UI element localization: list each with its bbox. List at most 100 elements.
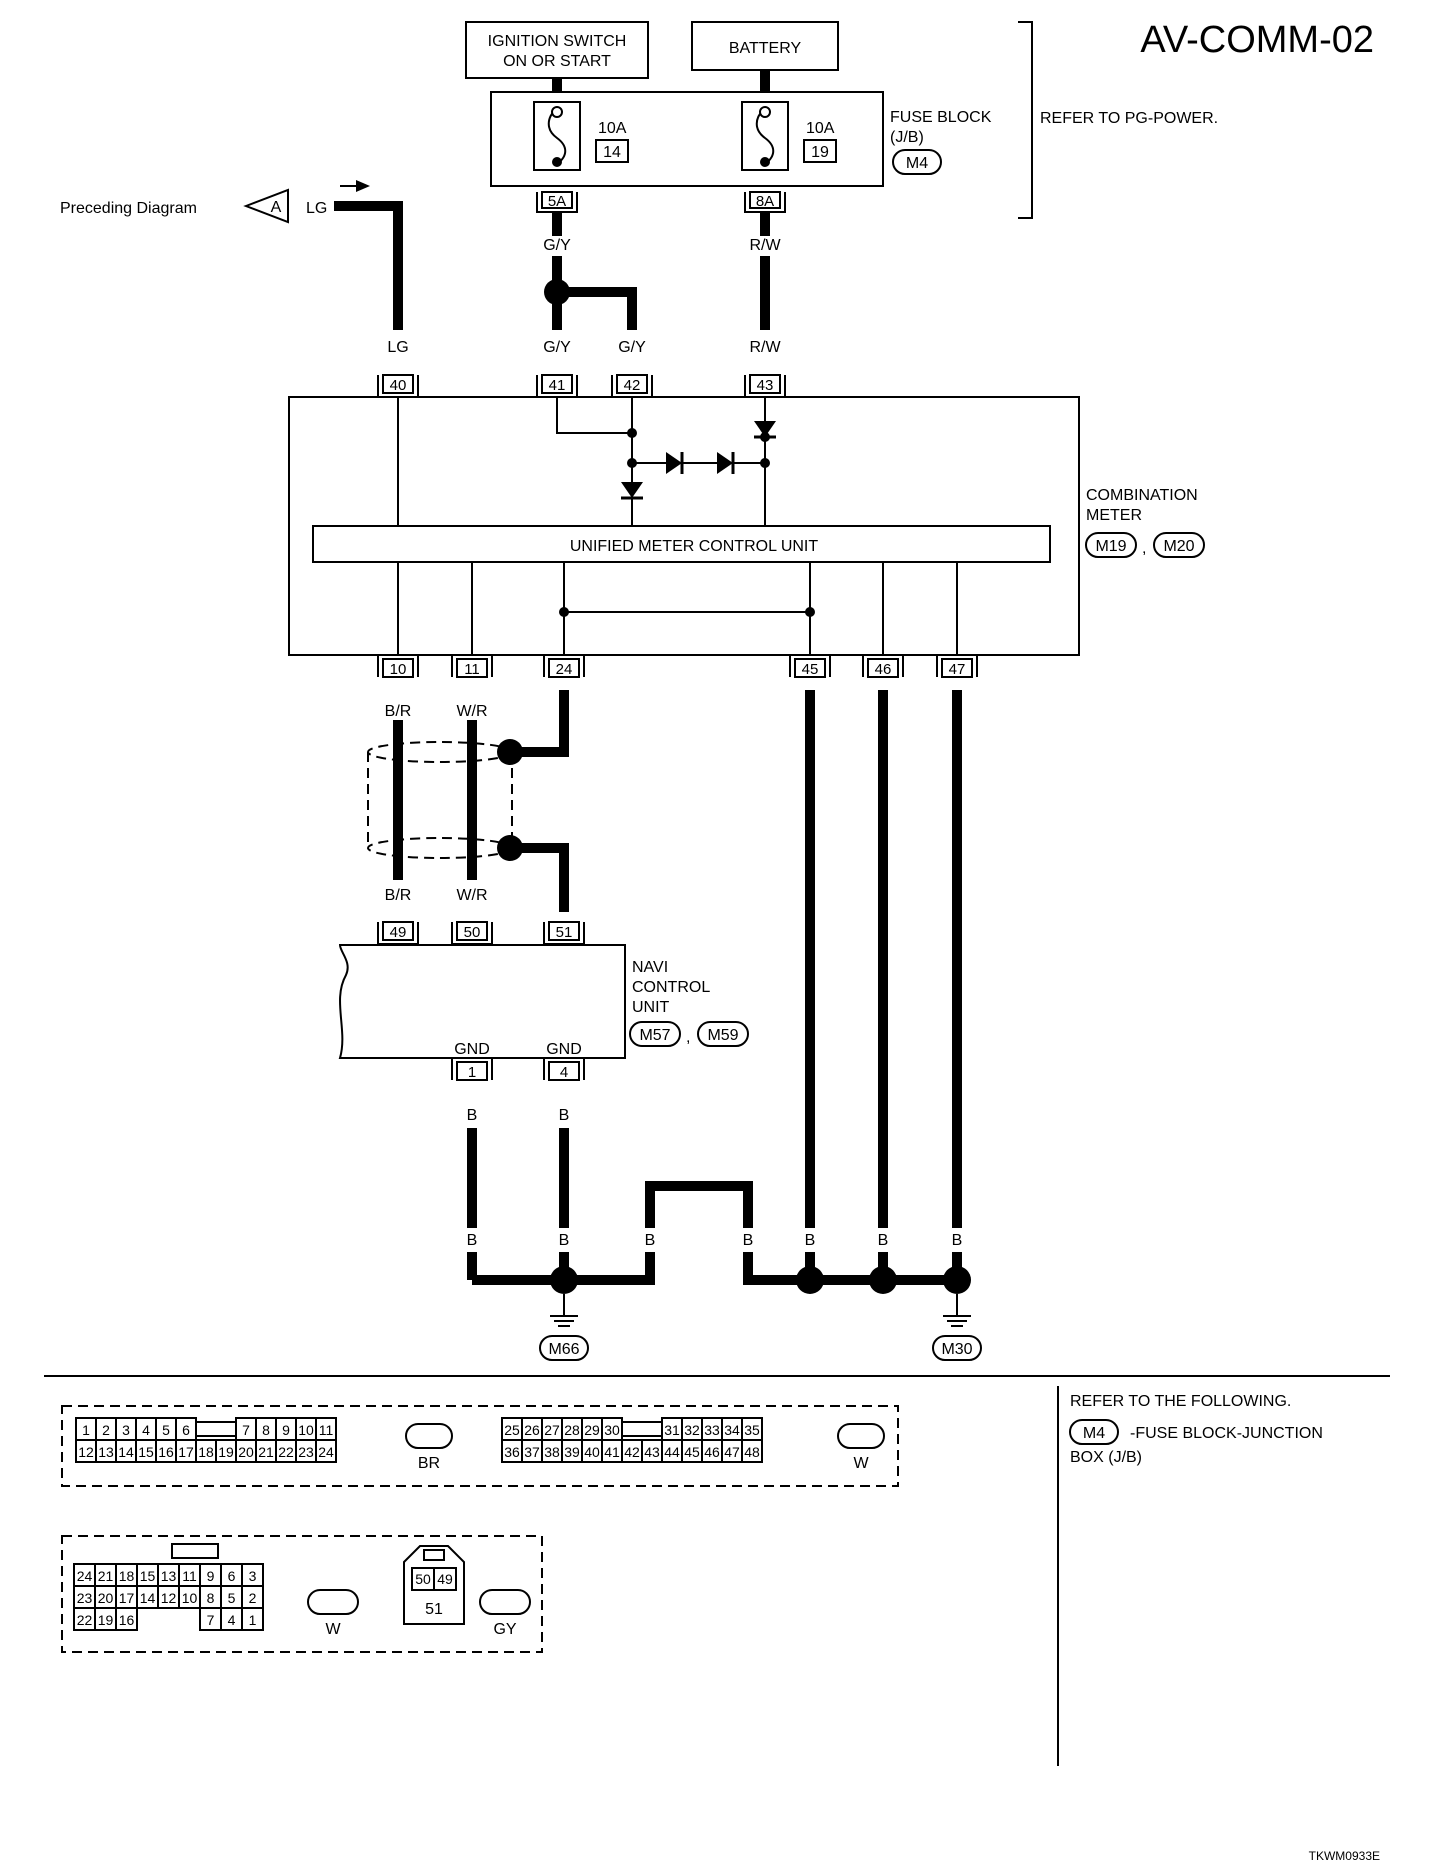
navi-label-1: NAVI: [632, 959, 668, 976]
navi-pin-1-number: 1: [468, 1064, 476, 1081]
connector-oval-m57-view: [307, 1589, 359, 1615]
connector-latch: [195, 1421, 237, 1437]
wire-color-label: W/R: [456, 887, 487, 904]
m59-cavity: 50: [415, 1571, 431, 1587]
combination-meter-label-2: METER: [1086, 507, 1142, 524]
m19-cavity: 24: [318, 1444, 334, 1460]
combination-meter: UNIFIED METER CONTROL UNIT: [288, 396, 1080, 656]
connector-latch: [171, 1543, 219, 1559]
m19-cavity: 9: [282, 1422, 290, 1438]
m57-cavity: 22: [77, 1612, 93, 1628]
wire-color-rw-upper: R/W: [749, 237, 781, 254]
fuse-19-amp: 10A: [806, 120, 835, 137]
combination-meter-separator: ,: [1142, 540, 1146, 557]
ground-splice-dot: [796, 1266, 824, 1294]
navi-separator: ,: [686, 1029, 690, 1046]
cm-pin-43: 43: [744, 374, 786, 398]
combination-meter-label-1: COMBINATION: [1086, 487, 1198, 504]
m20-cavity: 29: [584, 1422, 600, 1438]
navi-pin-49: 49: [377, 921, 419, 945]
refer-pg-power: REFER TO PG-POWER.: [1040, 110, 1218, 127]
m57-cavity: 16: [119, 1612, 135, 1628]
navi-pin-50-number: 50: [464, 924, 481, 941]
m57-cavity: 20: [98, 1590, 114, 1606]
m19-cavity: 2: [102, 1422, 110, 1438]
m20-cavity: 32: [684, 1422, 700, 1438]
m20-cavity: 28: [564, 1422, 580, 1438]
cm-pin-11: 11: [451, 654, 493, 678]
cm-pin-42: 42: [611, 374, 653, 398]
preceding-marker-letter: A: [271, 199, 282, 216]
ground-splice-dot: [943, 1266, 971, 1294]
m19-cavity: 6: [182, 1422, 190, 1438]
unified-meter-control-unit: [312, 525, 1051, 563]
m57-cavity: 2: [249, 1590, 257, 1606]
wire-color-label: B/R: [385, 703, 412, 720]
connector-oval-m4: [892, 149, 942, 175]
navi-connector-1: M57: [639, 1027, 670, 1044]
flow-arrow-icon: [356, 180, 370, 192]
wire-color-label: B: [878, 1232, 889, 1249]
wire-color-label: G/Y: [618, 339, 646, 356]
m57-cavity: 10: [182, 1590, 198, 1606]
connector-view-m57: 242118151311963232017141210852221916741M…: [73, 1543, 349, 1631]
m57-cavity: 24: [77, 1568, 93, 1584]
m20-cavity: 27: [544, 1422, 560, 1438]
figure-id: TKWM0933E: [1309, 1849, 1380, 1863]
connector-latch: [621, 1421, 663, 1437]
fuse-19-number: 19: [811, 144, 829, 161]
m57-cavity: 21: [98, 1568, 114, 1584]
cm-pin-24: 24: [543, 654, 585, 678]
m20-cavity: 26: [524, 1422, 540, 1438]
m19-cavity: 7: [242, 1422, 250, 1438]
fuse-terminal-8a: 8A: [744, 191, 786, 213]
navi-connector-2: M59: [707, 1027, 738, 1044]
fuse-block-label-2: (J/B): [890, 129, 924, 146]
m20-color: W: [853, 1455, 869, 1472]
m57-cavity: 1: [249, 1612, 257, 1628]
m19-cavity: 20: [238, 1444, 254, 1460]
connector-oval-m4-refer: [1069, 1419, 1119, 1445]
diode-icon: [621, 482, 643, 498]
m20-cavity: 35: [744, 1422, 760, 1438]
m20-cavity: 44: [664, 1444, 680, 1460]
fuse-14-number: 14: [603, 144, 621, 161]
m19-cavity: 17: [178, 1444, 194, 1460]
ignition-line-1: IGNITION SWITCH: [488, 33, 627, 50]
connector-oval-m19-view: [405, 1423, 453, 1449]
connector-oval-m20-view: [837, 1423, 885, 1449]
cm-pin-11-number: 11: [464, 661, 480, 678]
connector-view-m19: 123456789101112131415161718192021222324M…: [75, 1417, 445, 1463]
m20-cavity: 46: [704, 1444, 720, 1460]
fuse-block-connector: M4: [906, 155, 928, 172]
m20-cavity: 43: [644, 1444, 660, 1460]
m19-cavity: 18: [198, 1444, 214, 1460]
navi-pin-4-number: 4: [560, 1064, 568, 1081]
m20-cavity: 38: [544, 1444, 560, 1460]
navi-pin-50: 50: [451, 921, 493, 945]
m59-color: GY: [493, 1621, 516, 1638]
m19-cavity: 4: [142, 1422, 150, 1438]
m57-cavity: 12: [161, 1590, 177, 1606]
m57-cavity: 3: [249, 1568, 257, 1584]
diode-icon: [717, 452, 733, 474]
m19-cavity: 10: [298, 1422, 314, 1438]
m57-cavity: 14: [140, 1590, 156, 1606]
navi-label-3: UNIT: [632, 999, 670, 1016]
m19-cavity: 8: [262, 1422, 270, 1438]
unified-meter-control-unit-label: UNIFIED METER CONTROL UNIT: [570, 538, 819, 555]
m20-cavity: 33: [704, 1422, 720, 1438]
preceding-wire-color: LG: [306, 200, 327, 217]
m20-cavity: 39: [564, 1444, 580, 1460]
combination-meter-connector-2: M20: [1163, 538, 1194, 555]
navi-pin-51: 51: [543, 921, 585, 945]
battery-label: BATTERY: [729, 40, 802, 57]
shield-drain-dot: [497, 835, 523, 861]
m19-cavity: 12: [78, 1444, 94, 1460]
wire-color-label: B: [805, 1232, 816, 1249]
svg-text:8A: 8A: [756, 193, 774, 210]
refer-following-line-2: BOX (J/B): [1070, 1449, 1142, 1466]
